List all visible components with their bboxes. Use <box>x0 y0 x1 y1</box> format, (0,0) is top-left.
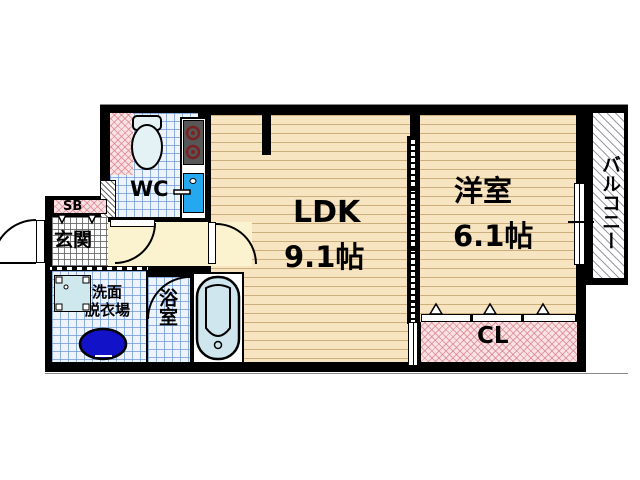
balcony-door-rail <box>579 183 580 265</box>
balcony-label: バルコニー <box>599 155 621 250</box>
wall-kitchen-divider <box>203 115 211 222</box>
partition-rail-line <box>413 322 414 366</box>
wall-corridor-bath <box>148 266 158 278</box>
partition-track-segment-a <box>409 188 418 191</box>
washroom-label-line2: 脱衣場 <box>85 301 131 319</box>
closet-door-head[interactable] <box>421 314 576 322</box>
wall-nub-ldk-top <box>262 115 271 155</box>
closet-label: CL <box>477 323 509 349</box>
washroom-threshold-dashes <box>52 267 154 270</box>
washitsu-area-label: 6.1帖 <box>453 219 534 253</box>
sliding-partition-pattern <box>409 138 417 322</box>
entrance-door-panel[interactable] <box>36 220 45 263</box>
room-floor-balcony <box>592 112 625 279</box>
closet-door-split-1 <box>470 314 473 322</box>
corridor-floor <box>108 222 207 266</box>
shoebox-label: SB <box>63 199 83 214</box>
outer-edge-top <box>100 104 628 105</box>
ldk-label: LDK <box>293 195 361 230</box>
washroom-label-line1: 洗面 <box>92 283 123 301</box>
shoebox-area <box>53 199 107 214</box>
partition-track-segment-c <box>409 300 418 303</box>
outer-edge-bottom <box>45 373 628 374</box>
room-floor-genkan <box>52 217 108 266</box>
ldk-area-label: 9.1帖 <box>284 240 365 274</box>
partition-track-segment-b <box>409 248 418 251</box>
room-floor-closet <box>421 322 577 362</box>
closet-door-split-2 <box>521 314 524 322</box>
room-floor-bath <box>148 277 190 362</box>
washitsu-label: 洋室 <box>454 174 513 208</box>
balcony-door-handle <box>568 221 594 223</box>
bath-label: 浴室 <box>156 288 178 326</box>
genkan-label: 玄関 <box>54 229 93 251</box>
wc-side-closet <box>110 113 133 175</box>
wc-label: WC <box>130 177 169 201</box>
room-floor-washitsu-lower <box>420 115 576 322</box>
ldk-door-panel[interactable] <box>208 222 216 264</box>
